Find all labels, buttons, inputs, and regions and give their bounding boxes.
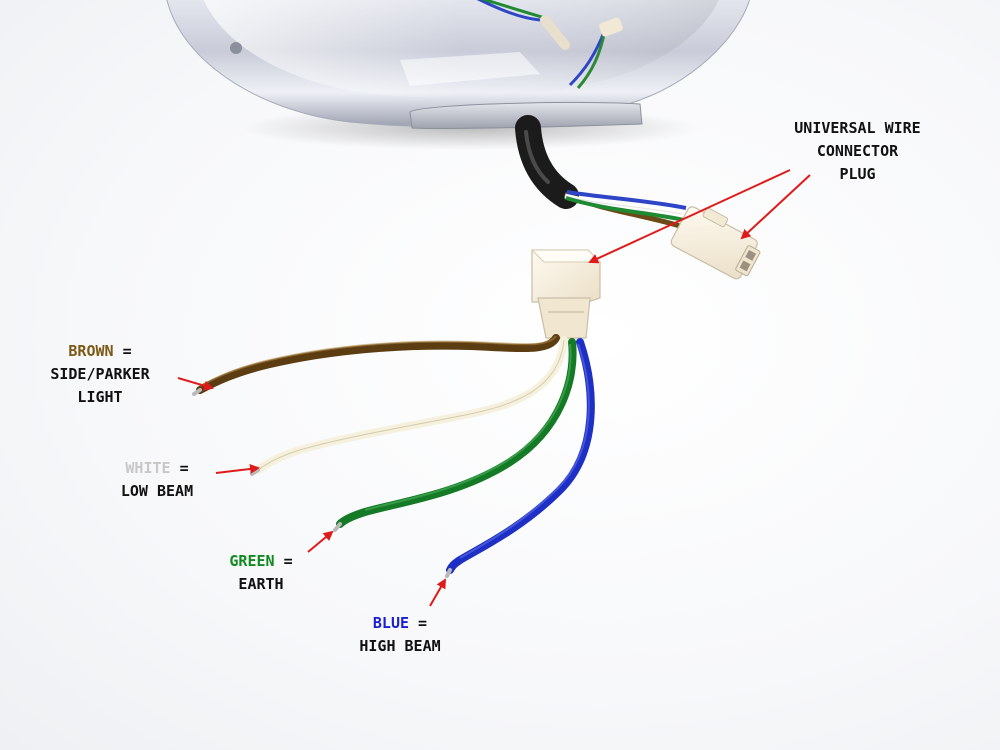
blue-function-line1: HIGH BEAM: [359, 637, 441, 655]
white-equals: =: [170, 459, 189, 477]
brown-wire-label: BROWN = SIDE/PARKER LIGHT: [20, 340, 180, 409]
wire-brown: [196, 334, 560, 394]
green-color-name: GREEN: [229, 552, 275, 570]
green-function-line1: EARTH: [238, 575, 284, 593]
arrow-green: [307, 530, 334, 553]
white-wire-label: WHITE = LOW BEAM: [87, 457, 227, 503]
bowl-screw: [230, 42, 242, 54]
arrow-connector-to-female: [588, 169, 791, 264]
bowl-reflection: [400, 52, 540, 86]
wire-green: [336, 338, 577, 528]
brown-equals: =: [113, 342, 132, 360]
white-function-line1: LOW BEAM: [120, 482, 194, 500]
blue-wire-label: BLUE = HIGH BEAM: [330, 612, 470, 658]
brown-function-line1: SIDE/PARKER: [50, 365, 150, 383]
female-connector-housing: [530, 249, 602, 339]
brown-color-name: BROWN: [68, 342, 114, 360]
white-color-name: WHITE: [125, 459, 171, 477]
connector-label-line2: CONNECTOR: [816, 142, 899, 160]
male-connector-plug: [670, 206, 761, 280]
wire-blue: [446, 338, 595, 574]
connector-label-line3: PLUG: [839, 165, 876, 183]
arrow-brown: [177, 377, 214, 391]
connector-label: UNIVERSAL WIRE CONNECTOR PLUG: [750, 117, 965, 186]
blue-color-name: BLUE: [372, 614, 410, 632]
brown-function-line2: LIGHT: [77, 388, 123, 406]
arrow-white: [215, 463, 260, 474]
blue-equals: =: [409, 614, 428, 632]
green-equals: =: [274, 552, 293, 570]
green-wire-label: GREEN = EARTH: [200, 550, 322, 596]
arrow-blue: [429, 578, 446, 607]
arrow-connector-to-male: [740, 174, 811, 240]
connector-label-line1: UNIVERSAL WIRE: [794, 119, 921, 137]
